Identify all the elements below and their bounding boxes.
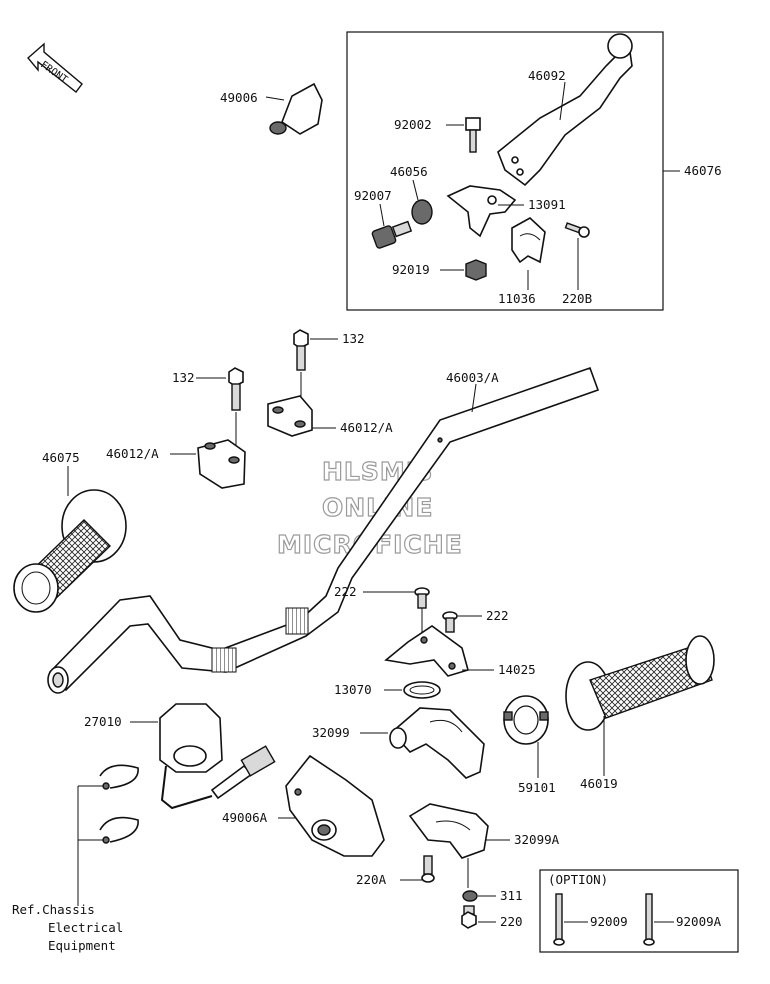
label-46056: 46056: [390, 164, 428, 179]
grip-46075: [13, 489, 127, 613]
label-49006A: 49006A: [222, 810, 268, 825]
throttle-housing-32099: [389, 707, 485, 779]
bolt-92009: [553, 893, 565, 946]
label-11036: 11036: [498, 291, 536, 306]
label-92009: 92009: [590, 914, 628, 929]
label-32099A: 32099A: [514, 832, 560, 847]
bolt-220: [461, 905, 477, 929]
label-46012A-left: 46012/A: [106, 446, 159, 461]
adjuster-46056: [411, 199, 433, 225]
front-arrow-icon: FRONT: [27, 42, 83, 93]
holder-13091: [446, 185, 517, 238]
label-220B: 220B: [562, 291, 592, 306]
housing-32099A: [408, 803, 489, 859]
cap-49006: [269, 82, 323, 135]
label-46019: 46019: [580, 776, 618, 791]
label-49006: 49006: [220, 90, 258, 105]
label-220A: 220A: [356, 872, 387, 887]
label-222-upper: 222: [334, 584, 357, 599]
label-14025: 14025: [498, 662, 536, 677]
label-222-lower: 222: [486, 608, 509, 623]
wire-strap-upper: [99, 764, 139, 790]
label-13070: 13070: [334, 682, 372, 697]
label-92019: 92019: [392, 262, 430, 277]
holder-46012A-right: [267, 395, 313, 437]
label-27010: 27010: [84, 714, 122, 729]
clamp-11036: [511, 217, 546, 264]
label-46003A: 46003/A: [446, 370, 499, 385]
cover-49006A: [285, 754, 385, 857]
ref-line-2: Electrical: [48, 920, 123, 935]
label-132-right: 132: [342, 331, 365, 346]
label-32099: 32099: [312, 725, 350, 740]
nut-92019: [465, 259, 487, 281]
label-92007: 92007: [354, 188, 392, 203]
screw-222-upper: [414, 587, 430, 609]
ring-59101: [503, 695, 549, 745]
ref-line-1: Ref.Chassis: [12, 902, 95, 917]
switch-27010: [159, 703, 276, 810]
clip-13070: [403, 681, 441, 699]
screw-220A: [421, 855, 435, 883]
label-46075: 46075: [42, 450, 80, 465]
handlebar-46003A: [47, 366, 600, 694]
bolt-132-left: [228, 367, 244, 411]
screw-220B: [564, 222, 590, 238]
label-59101: 59101: [518, 780, 556, 795]
ref-line-3: Equipment: [48, 938, 116, 953]
option-box: [539, 869, 739, 953]
lever-46092: [497, 33, 633, 187]
label-46012A-right: 46012/A: [340, 420, 393, 435]
label-46092: 46092: [528, 68, 566, 83]
label-311: 311: [500, 888, 523, 903]
holder-46012A-left: [197, 439, 246, 489]
bolt-132-right: [293, 329, 309, 371]
wire-strap-lower: [99, 816, 139, 844]
label-13091: 13091: [528, 197, 566, 212]
label-46076: 46076: [684, 163, 722, 178]
washer-311: [462, 890, 478, 902]
label-92009A: 92009A: [676, 914, 722, 929]
screw-222-lower: [442, 611, 458, 633]
bolt-92009A: [643, 893, 655, 946]
screw-92007: [371, 220, 413, 249]
label-92002: 92002: [394, 117, 432, 132]
label-132-left: 132: [172, 370, 195, 385]
bracket-14025: [384, 625, 469, 677]
grip-46019: [565, 635, 715, 731]
label-220: 220: [500, 914, 523, 929]
option-label: (OPTION): [548, 872, 608, 887]
bolt-92002: [465, 117, 481, 153]
